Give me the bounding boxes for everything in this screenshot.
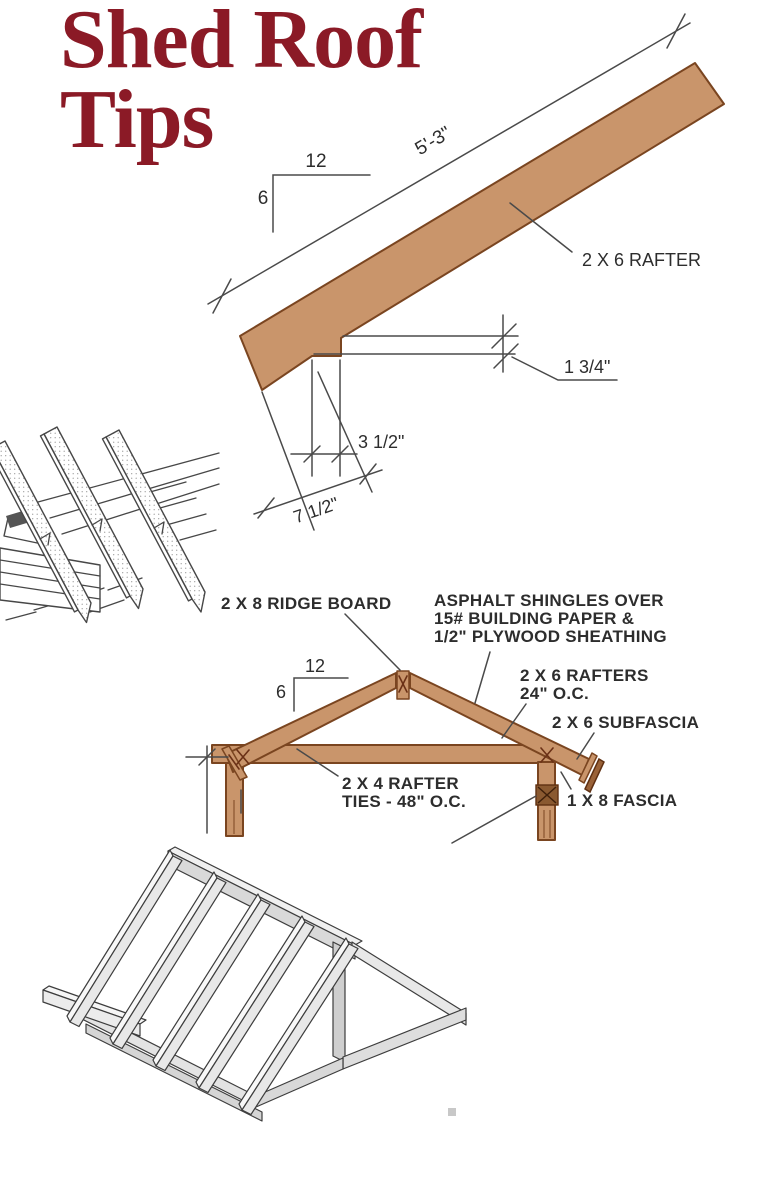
ties-leader xyxy=(296,748,339,777)
sketch-rafter xyxy=(101,429,206,613)
gable-bottom-chord-3d xyxy=(342,1007,467,1070)
fascia-leader xyxy=(560,771,572,790)
roof-frame-3d-render xyxy=(42,846,467,1122)
sheathing-label-line1: ASPHALT SHINGLES OVER xyxy=(434,591,664,610)
rafter-callout: 2 X 6 RAFTER xyxy=(509,202,701,270)
heel-dimension: 1 3/4" xyxy=(313,314,618,381)
rafter-3d xyxy=(109,871,227,1050)
sheathing-leader xyxy=(474,651,491,704)
pitch-rise-text: 6 xyxy=(258,188,269,209)
rafter-3d xyxy=(195,915,315,1094)
tick-mark xyxy=(257,497,275,519)
page-title-line2: Tips xyxy=(60,73,214,166)
sketch-rafters xyxy=(0,426,206,624)
sketch-rafter xyxy=(0,440,92,624)
ridge-leader xyxy=(344,613,401,671)
rafters-label-line1: 2 X 6 RAFTERS xyxy=(520,666,649,685)
pitch-rise-text: 6 xyxy=(276,682,286,702)
ridge-label: 2 X 8 RIDGE BOARD xyxy=(221,594,391,613)
rafter-detail-diagram: 5'-3" 12 6 1 3/4" 2 X 6 RAFTER xyxy=(207,13,725,531)
post-leader xyxy=(451,795,537,844)
sketch-rafter xyxy=(39,426,144,610)
sheathing-label: ASPHALT SHINGLES OVER 15# BUILDING PAPER… xyxy=(434,591,667,646)
stray-pixel-artifact xyxy=(448,1108,456,1116)
tick-mark xyxy=(491,323,517,349)
seat-dimension: 3 1/2" xyxy=(290,359,404,477)
ties-label-line1: 2 X 4 RAFTER xyxy=(342,774,459,793)
pitch-symbol: 12 6 xyxy=(276,656,349,712)
fascia-board xyxy=(584,757,605,794)
left-rafter xyxy=(225,672,397,773)
fascia-label: 1 X 8 FASCIA xyxy=(567,791,677,810)
length-dimension-text: 5'-3" xyxy=(412,123,455,160)
tick-mark xyxy=(666,13,686,49)
rafter-board xyxy=(239,62,725,391)
subfascia-board xyxy=(578,752,598,784)
leader-line xyxy=(511,356,618,381)
eave-dimension xyxy=(185,745,242,834)
seat-dimension-text: 3 1/2" xyxy=(358,432,404,452)
sheathing-label-line2: 15# BUILDING PAPER & xyxy=(434,609,634,628)
nailing-marks xyxy=(228,675,554,770)
rafter-3d xyxy=(66,849,183,1028)
page-title-line1: Shed Roof xyxy=(60,0,423,86)
gable-top-chord-3d xyxy=(351,941,467,1026)
tick-mark xyxy=(303,445,321,463)
rafters-3d xyxy=(66,849,359,1116)
rafter-callout-text: 2 X 6 RAFTER xyxy=(582,250,701,270)
pitch-run-text: 12 xyxy=(305,151,326,172)
tick-mark xyxy=(212,278,232,314)
ties-label-line2: TIES - 48" O.C. xyxy=(342,792,466,811)
gable-section-diagram: 12 6 2 X 8 RIDGE BOARD ASPHALT SHINGLES … xyxy=(185,591,699,844)
subfascia-leader xyxy=(576,732,595,760)
post-hardware xyxy=(535,784,559,806)
framing-sketch xyxy=(0,426,220,624)
tick-mark xyxy=(359,463,377,485)
page-title: Shed Roof Tips xyxy=(60,0,423,166)
rafter-3d xyxy=(238,937,359,1116)
pitch-run-text: 12 xyxy=(305,656,325,676)
ties-label: 2 X 4 RAFTER TIES - 48" O.C. xyxy=(342,774,466,811)
leader-line xyxy=(509,202,573,253)
subfascia-label: 2 X 6 SUBFASCIA xyxy=(552,713,699,732)
tick-mark xyxy=(331,445,349,463)
sheathing-label-line3: 1/2" PLYWOOD SHEATHING xyxy=(434,627,667,646)
tick-mark xyxy=(493,343,519,369)
rafters-leader xyxy=(501,703,527,739)
rafter-3d xyxy=(152,893,271,1072)
post-detail-lines xyxy=(233,800,551,838)
rafters-label-line2: 24" O.C. xyxy=(520,684,589,703)
heel-dimension-text: 1 3/4" xyxy=(564,357,610,377)
outrigger-beam-3d xyxy=(42,985,147,1037)
leader-lines xyxy=(296,613,595,844)
rafters-label: 2 X 6 RAFTERS 24" O.C. xyxy=(520,666,649,703)
pitch-symbol: 12 6 xyxy=(258,151,371,233)
